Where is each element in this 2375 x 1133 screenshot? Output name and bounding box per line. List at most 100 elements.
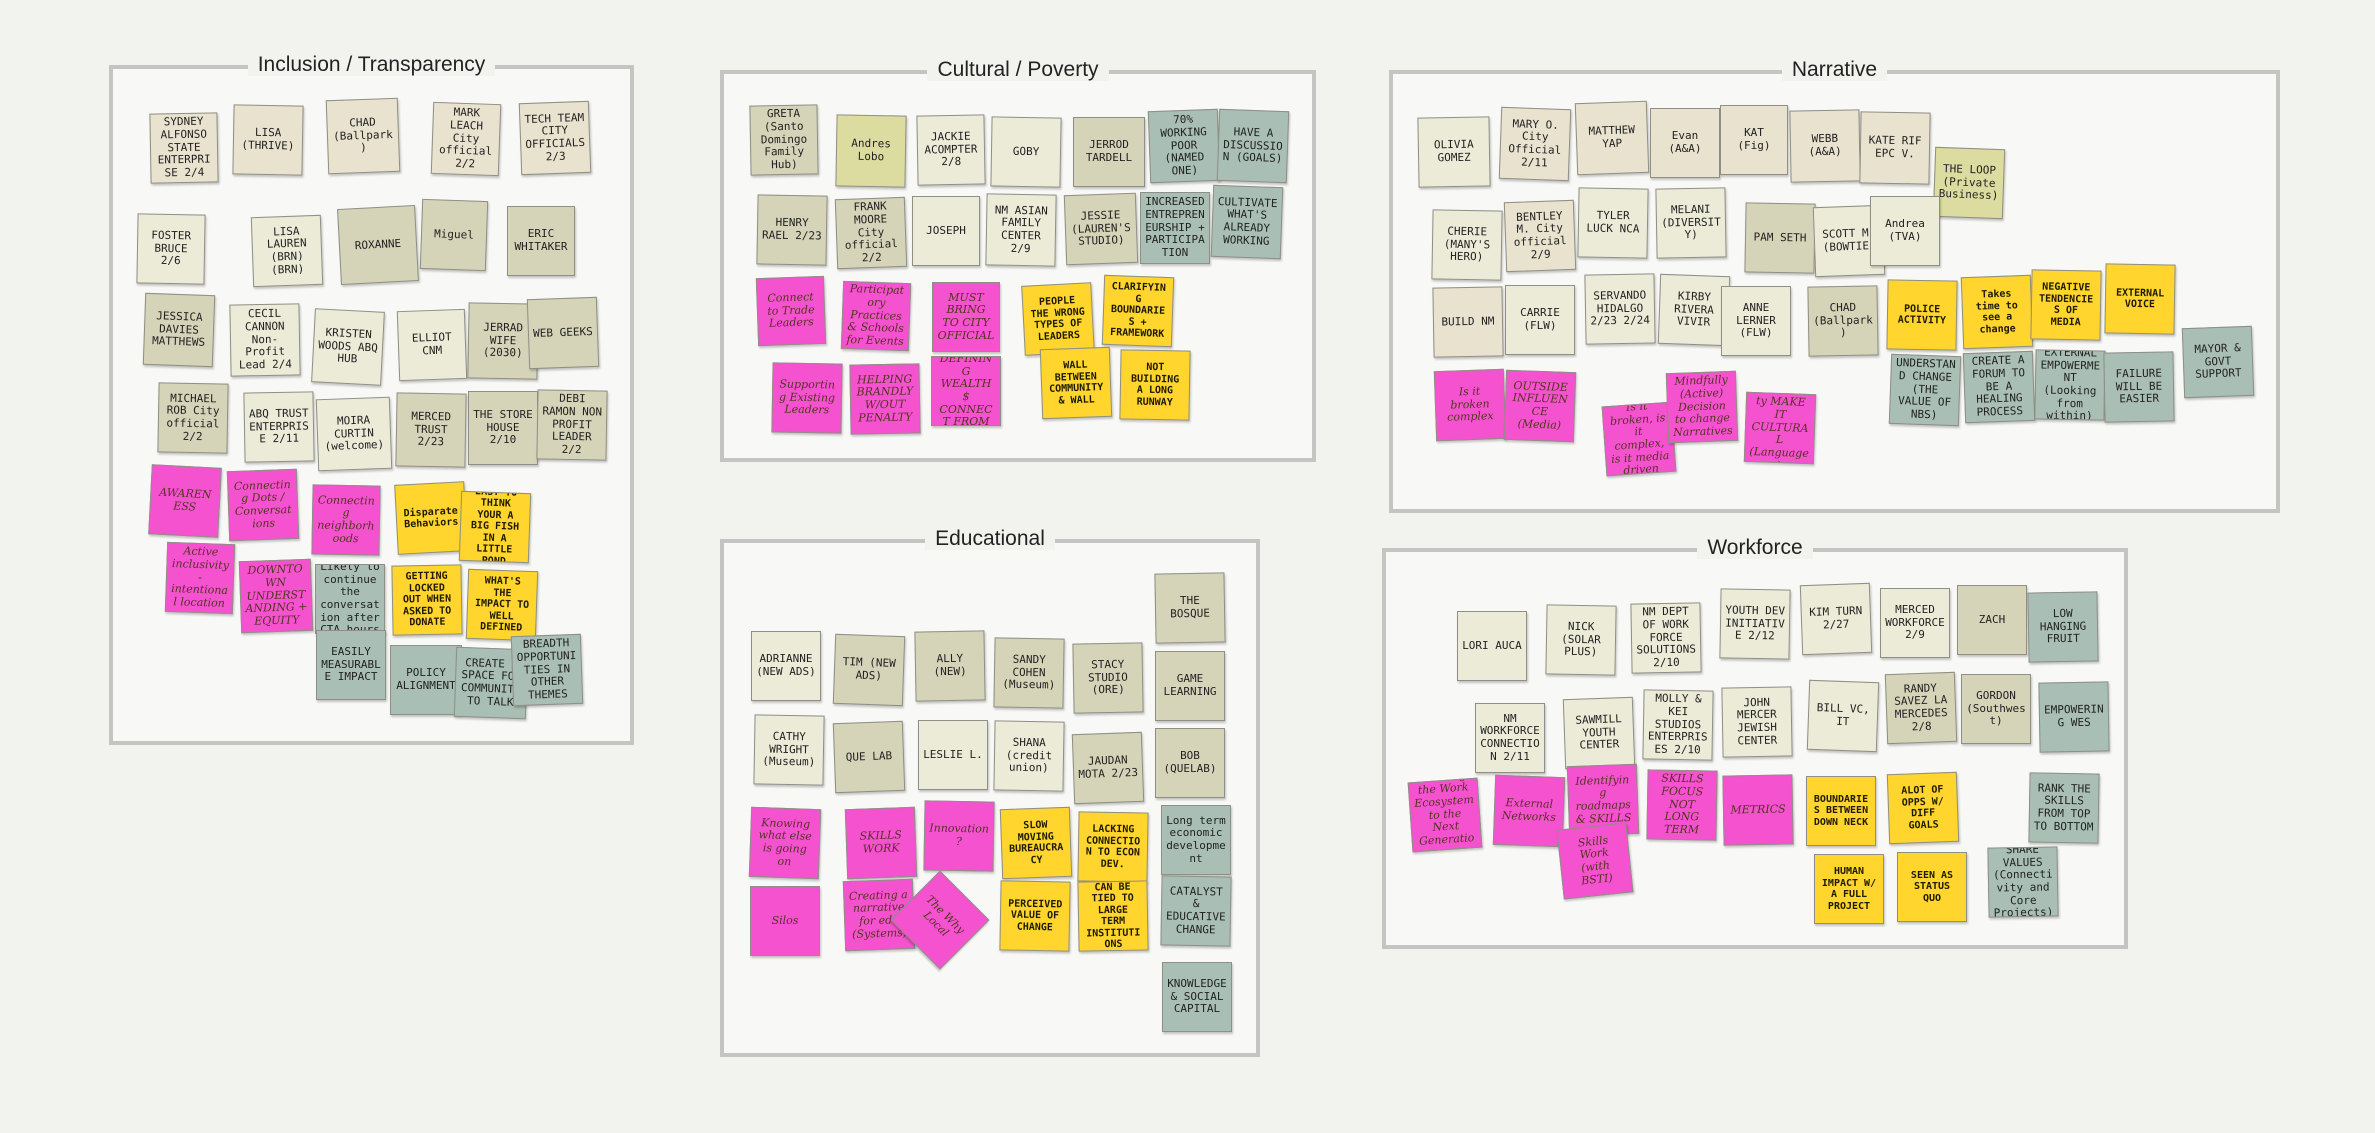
sticky-note[interactable]: MERCED WORKFORCE 2/9 [1880, 588, 1950, 658]
sticky-note[interactable]: MICHAEL ROB City official 2/2 [157, 382, 229, 454]
sticky-note[interactable]: BILL VC, IT [1806, 679, 1880, 753]
sticky-note[interactable]: QUE LAB [832, 720, 906, 794]
sticky-note[interactable]: Active inclusivity - intentional locatio… [164, 541, 236, 615]
sticky-note[interactable]: GAME LEARNING [1155, 651, 1225, 721]
sticky-note[interactable]: HELPING BRANDLY W/OUT PENALTY [849, 363, 921, 435]
sticky-note[interactable]: DEBI RAMON NON PROFIT LEADER 2/2 [536, 389, 608, 461]
sticky-note[interactable]: Silos [750, 886, 820, 956]
sticky-note[interactable]: CATALYST & EDUCATIVE CHANGE [1160, 875, 1232, 947]
sticky-note[interactable]: EMPOWERING WES [2038, 681, 2110, 753]
sticky-note[interactable]: LACKING CONNECTION TO ECON DEV. [1077, 811, 1149, 883]
sticky-note[interactable]: EASILY MEASURABLE IMPACT [316, 630, 386, 700]
sticky-note[interactable]: DEFINING WEALTH $ CONNECT FROM [931, 356, 1001, 426]
sticky-note[interactable]: BENTLEY M. City official 2/9 [1503, 199, 1577, 273]
sticky-note[interactable]: LESLIE L. [918, 720, 988, 790]
sticky-note[interactable]: KAT (Fig) [1720, 105, 1788, 175]
sticky-note[interactable]: OLIVIA GOMEZ [1417, 116, 1491, 188]
sticky-note[interactable]: Authenticity MAKE IT CULTURAL (Language) [1743, 391, 1817, 465]
sticky-note[interactable]: STACY STUDIO (ORE) [1072, 642, 1144, 714]
sticky-note[interactable]: JACKIE ACOMPTER 2/8 [916, 114, 986, 186]
sticky-note[interactable]: LOW HANGING FRUIT [2027, 591, 2099, 663]
sticky-note[interactable]: GOBY [990, 116, 1062, 188]
sticky-note[interactable]: BUILD NM [1432, 286, 1504, 358]
sticky-note[interactable]: POLICY ALIGNMENT [390, 645, 462, 715]
sticky-note[interactable]: Miguel [419, 198, 489, 272]
sticky-note[interactable]: SYDNEY ALFONSO STATE ENTERPRISE 2/4 [149, 112, 219, 184]
sticky-note[interactable]: BOUNDARIES BETWEEN DOWN NECK [1806, 776, 1876, 846]
sticky-note[interactable]: ELLIOT CNM [396, 308, 468, 382]
sticky-note[interactable]: NOT BUILDING A LONG RUNWAY [1119, 349, 1191, 421]
sticky-note[interactable]: HUMAN IMPACT W/ A FULL PROJECT [1814, 854, 1884, 924]
sticky-note[interactable]: SAWMILL YOUTH CENTER [1562, 696, 1636, 770]
sticky-note[interactable]: Evan (A&A) [1650, 108, 1720, 178]
sticky-note[interactable]: MOIRA CURTIN (welcome) [315, 396, 393, 472]
sticky-note[interactable]: GETTING LOCKED OUT WHEN ASKED TO DONATE [391, 564, 463, 636]
sticky-note[interactable]: External Networks [1492, 774, 1566, 848]
sticky-note[interactable]: Andrea (TVA) [1870, 196, 1940, 266]
sticky-note[interactable]: Mindfully (Active) Decision to change Na… [1665, 370, 1739, 444]
sticky-note[interactable]: CLARIFYING BOUNDARIES + FRAMEWORK [1101, 274, 1175, 348]
sticky-note[interactable]: MARK LEACH City official 2/2 [430, 101, 502, 177]
sticky-note[interactable]: CHAD (Ballpark) [1807, 285, 1879, 357]
sticky-note[interactable]: MAYOR & GOVT SUPPORT [2181, 325, 2255, 399]
sticky-note[interactable]: CECIL CANNON Non-Profit Lead 2/4 [229, 303, 301, 377]
sticky-note[interactable]: Likely to continue the conversation afte… [315, 564, 385, 634]
sticky-note[interactable]: Innovation? [923, 800, 995, 872]
sticky-note[interactable]: Andres Lobo [835, 114, 907, 188]
sticky-note[interactable]: Is it broken complex [1433, 368, 1507, 442]
sticky-note[interactable]: JESSICA DAVIES MATTHEWS [142, 292, 216, 368]
sticky-note[interactable]: HENRY RAEL 2/23 [756, 194, 828, 266]
sticky-note[interactable]: PAM SETH [1744, 202, 1816, 274]
sticky-note[interactable]: SLOW MOVING BUREAUCRACY [999, 806, 1073, 880]
sticky-note[interactable]: CREATE A FORUM TO BE A HEALING PROCESS [1962, 350, 2036, 424]
sticky-note[interactable]: AWARENESS [148, 464, 222, 538]
sticky-note[interactable]: NM ASIAN FAMILY CENTER 2/9 [985, 193, 1057, 267]
sticky-note[interactable]: Connect to Trade Leaders [755, 275, 827, 347]
sticky-note[interactable]: MUST BRING TO CITY OFFICIAL [932, 282, 1000, 352]
frame-title[interactable]: Narrative [1781, 58, 1888, 81]
sticky-note[interactable]: TIM (NEW ADS) [832, 633, 906, 707]
sticky-note[interactable]: SKILLS WORK [844, 806, 918, 880]
sticky-note[interactable]: RANK THE SKILLS FROM TOP TO BOTTOM [2028, 772, 2100, 844]
frame-title[interactable]: Cultural / Poverty [927, 58, 1109, 81]
sticky-note[interactable]: CATHY WRIGHT (Museum) [753, 714, 825, 786]
sticky-note[interactable]: ALLY (NEW) [914, 630, 986, 702]
sticky-note[interactable]: THE BOSQUE [1154, 572, 1226, 644]
sticky-note[interactable]: WALL BETWEEN COMMUNITY & WALL [1039, 346, 1113, 420]
sticky-note[interactable]: TECH TEAM CITY OFFICIALS 2/3 [518, 100, 592, 176]
sticky-note[interactable]: WHAT'S THE IMPACT TO WELL DEFINED [465, 568, 539, 642]
sticky-note[interactable]: KNOWLEDGE & SOCIAL CAPITAL [1162, 962, 1232, 1032]
sticky-note[interactable]: KIM TURN 2/27 [1799, 582, 1873, 656]
sticky-note[interactable]: POLICE ACTIVITY [1886, 279, 1958, 351]
sticky-note[interactable]: FOSTER BRUCE 2/6 [136, 213, 206, 285]
sticky-note[interactable]: Growing the Work Ecosystem to the Next G… [1407, 777, 1483, 853]
sticky-note[interactable]: GORDON (Southwest) [1961, 674, 2031, 744]
sticky-note[interactable]: EXTERNAL VOICE [2104, 263, 2176, 335]
sticky-note[interactable]: DOWNTOWN UNDERSTANDING + EQUITY [238, 558, 314, 634]
sticky-note[interactable]: MELANI (DIVERSITY) [1655, 187, 1727, 259]
sticky-note[interactable]: SHANA (credit union) [993, 720, 1065, 792]
sticky-note[interactable]: SKILLS FOCUS NOT LONG TERM [1646, 769, 1718, 841]
sticky-note[interactable]: ANNE LERNER (FLW) [1721, 286, 1791, 356]
sticky-note[interactable]: PERCEIVED VALUE OF CHANGE [999, 880, 1071, 952]
sticky-note[interactable]: Long term economic development [1161, 805, 1231, 875]
sticky-note[interactable]: Supporting Existing Leaders [771, 362, 843, 434]
sticky-note[interactable]: CHAD (Ballpark) [325, 97, 401, 175]
frame-title[interactable]: Inclusion / Transparency [247, 53, 496, 76]
sticky-note[interactable]: NM WORKFORCE CONNECTION 2/11 [1475, 703, 1545, 773]
sticky-note[interactable]: Takes time to see a change [1960, 274, 2034, 350]
sticky-note[interactable]: Skills Work (with BSTI) [1556, 822, 1634, 900]
sticky-note[interactable]: EXTERNAL EMPOWERMENT (Looking from withi… [2034, 349, 2106, 421]
sticky-note[interactable]: Connecting Dots / Conversations [226, 468, 300, 542]
sticky-note[interactable]: WEB GEEKS [526, 296, 600, 370]
sticky-note[interactable]: JERROD TARDELL [1073, 117, 1145, 187]
sticky-note[interactable]: WEBB (A&A) [1789, 109, 1861, 183]
sticky-note[interactable]: SEEN AS STATUS QUO [1897, 852, 1967, 922]
sticky-note[interactable]: THE STORE HOUSE 2/10 [468, 391, 538, 465]
sticky-note[interactable]: Knowing what else is going on [748, 806, 822, 880]
sticky-note[interactable]: Disparate Behaviors [394, 481, 468, 555]
sticky-note[interactable]: KIRBY RIVERA VIVIR [1657, 273, 1731, 347]
sticky-note[interactable]: ABQ TRUST ENTERPRISE 2/11 [243, 391, 315, 463]
sticky-note[interactable]: ZACH [1957, 585, 2027, 655]
sticky-note[interactable]: JOHN MERCER JEWISH CENTER [1721, 686, 1793, 758]
